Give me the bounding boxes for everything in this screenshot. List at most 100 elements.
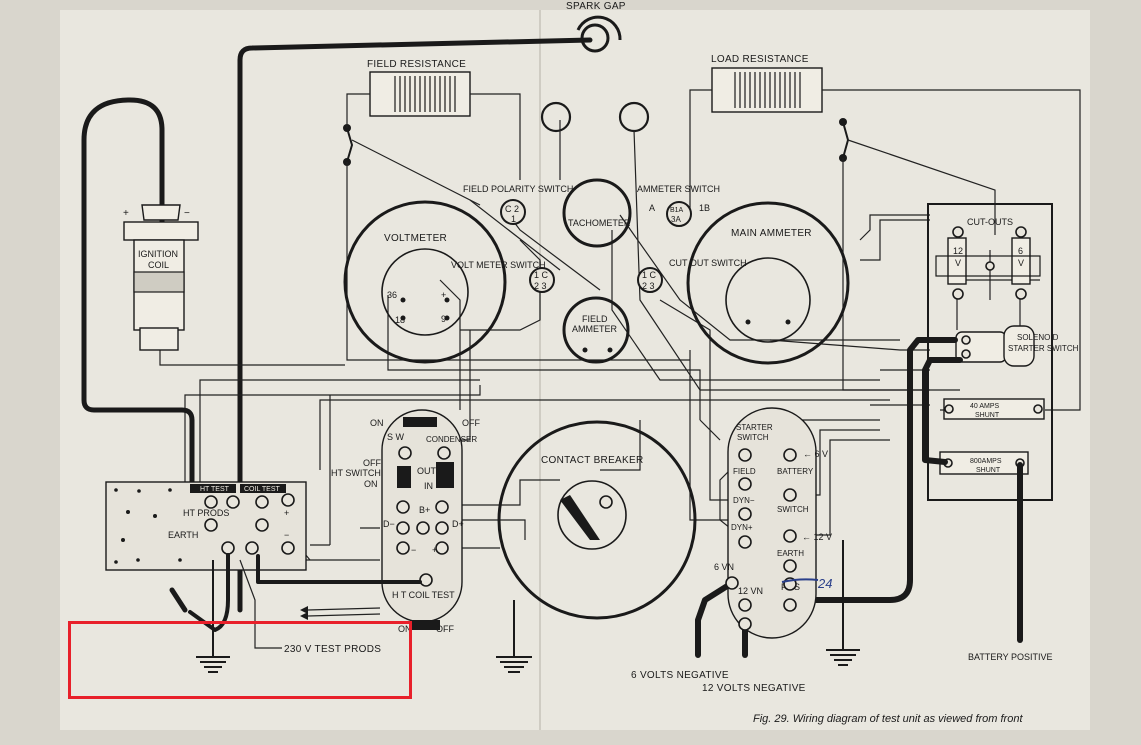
starter-switch-label-1: STARTER [736, 423, 773, 432]
panel-lamp-left [540, 101, 572, 133]
test-prod-probe [169, 587, 188, 613]
b-plus-label: B+ [419, 505, 430, 515]
cut-out-switch-1c: 1 C [642, 270, 657, 280]
main-ammeter-label: MAIN AMMETER [731, 228, 812, 239]
voltmeter-18: 18 [395, 315, 405, 325]
ignition-coil-label-1: IGNITION [138, 249, 178, 259]
ammeter-switch-label: AMMETER SWITCH [637, 184, 720, 194]
six-volts-negative-label: 6 VOLTS NEGATIVE [631, 670, 729, 681]
field-resistance-label: FIELD RESISTANCE [367, 59, 466, 70]
voltmeter-9: 9 [441, 314, 446, 324]
field-polarity-switch-label: FIELD POLARITY SWITCH [463, 184, 573, 194]
starter-switch-label-2: SWITCH [737, 433, 769, 442]
voltmeter-switch-23: 2 3 [534, 281, 547, 291]
battery-positive-label: BATTERY POSITIVE [968, 652, 1053, 662]
field-ammeter: FIELD AMMETER [562, 296, 630, 364]
coil-test-plus: + [284, 508, 289, 518]
main-ammeter: MAIN AMMETER [686, 201, 850, 365]
field-polarity-c2-sub: 1 [511, 214, 516, 224]
cut-outs-panel: CUT-OUTS 12 V 6 V [927, 203, 1053, 501]
six-volts-negative-cable [695, 580, 735, 658]
ignition-coil-label-2: COIL [148, 260, 169, 270]
prod-arrows [300, 606, 308, 620]
tachometer: TACHOMETER [562, 178, 632, 248]
ht-prods-label: HT PRODS [183, 508, 229, 518]
ht-switch-label: HT SWITCH [331, 468, 381, 478]
load-resistance: LOAD RESISTANCE [711, 54, 823, 113]
earth-test-lead [188, 553, 230, 632]
switch-label: SWITCH [777, 505, 809, 514]
shunt-40-amps: 40 AMPS SHUNT [943, 398, 1045, 420]
battery-label: BATTERY [777, 467, 814, 476]
ignition-coil: IGNITION COIL + − [123, 204, 199, 351]
off-top-label: OFF [462, 418, 480, 428]
field-polarity-switch: C 2 1 FIELD POLARITY SWITCH [463, 184, 573, 225]
ignition-minus: − [184, 208, 190, 219]
shunt-800-amps: 800AMPS SHUNT [939, 451, 1029, 475]
load-resistance-label: LOAD RESISTANCE [711, 54, 809, 65]
ignition-plus: + [123, 208, 129, 219]
ammeter-switch-b1a: B1A [670, 207, 684, 214]
ht-lead-ignition [81, 97, 195, 495]
cut-out-switch-23: 2 3 [642, 281, 655, 291]
test-prods-leader [239, 559, 282, 649]
off-bottom-label: OFF [436, 624, 454, 634]
cut-out-switch-label: CUT OUT SWITCH [669, 258, 747, 268]
twelve-vn-label: 12 VN [738, 586, 763, 596]
on-bottom-label: ON [398, 624, 412, 634]
heavy-cable-shunt [922, 357, 963, 465]
in-label: IN [424, 481, 433, 491]
ht-coil-test-lead [256, 554, 422, 584]
voltmeter-switch-label: VOLT METER SWITCH [451, 260, 546, 270]
field-label: FIELD [733, 467, 756, 476]
shunt-800-label-1: 800AMPS [970, 458, 1002, 465]
cut-out-12: 12 [953, 246, 963, 256]
d-minus-label: D− [383, 519, 395, 529]
tachometer-label: TACHOMETER [568, 218, 631, 228]
ammeter-switch: B1A 3A A 1B AMMETER SWITCH [637, 184, 720, 227]
cut-outs-label: CUT-OUTS [967, 217, 1013, 227]
spark-gap-lead [237, 37, 593, 613]
earth-symbol-left [196, 560, 230, 673]
field-resistance: FIELD RESISTANCE [367, 59, 471, 117]
test-prods-label: 230 V TEST PRODS [284, 644, 381, 655]
heavy-cable-positive [787, 337, 958, 603]
handwritten-note: 24 [817, 576, 832, 591]
condenser-label: CONDENSER [426, 435, 477, 444]
solenoid-starter-switch: SOLENOID STARTER SWITCH [955, 325, 1079, 367]
panel-plus: + [432, 545, 437, 555]
ht-switch-off: OFF [363, 458, 381, 468]
dyn-minus-label: DYN− [733, 496, 755, 505]
voltmeter-label: VOLTMETER [384, 233, 447, 244]
solenoid-label-2: STARTER SWITCH [1008, 344, 1079, 353]
shunt-40-label-2: SHUNT [975, 412, 1000, 419]
figure-caption: Fig. 29. Wiring diagram of test unit as … [753, 713, 1023, 725]
shunt-800-label-2: SHUNT [976, 467, 1001, 474]
cut-out-6-v: V [1018, 258, 1024, 268]
voltmeter-switch-1c: 1 C [534, 270, 549, 280]
prod-wires [307, 607, 381, 617]
ht-coil-test-label: H T COIL TEST [392, 590, 455, 600]
cut-out-6: 6 [1018, 246, 1023, 256]
voltmeter: VOLTMETER 36 18 9 + [343, 200, 507, 364]
field-ammeter-label-2: AMMETER [572, 324, 618, 334]
centre-switch-panel: ON OFF S W CONDENSER OFF HT SWITCH ON OU… [331, 409, 480, 634]
ht-test-label: HT TEST [200, 486, 230, 493]
solenoid-label-1: SOLENOID [1017, 333, 1059, 342]
sw-label: S W [387, 432, 405, 442]
field-polarity-c2: C 2 [505, 204, 519, 214]
ht-switch-on: ON [364, 479, 378, 489]
twelve-v-label: ← 12 V [802, 532, 832, 542]
test-panel-left: HT TEST COIL TEST HT PRODS EARTH + − [105, 481, 307, 571]
earth-left-label: EARTH [168, 530, 198, 540]
six-v-label: ← 6 V [803, 449, 828, 459]
d-plus-label: D+ [452, 519, 464, 529]
twelve-volts-negative-label: 12 VOLTS NEGATIVE [702, 683, 806, 694]
voltmeter-switch: 1 C 2 3 VOLT METER SWITCH [451, 260, 555, 293]
on-top-label: ON [370, 418, 384, 428]
contact-breaker: CONTACT BREAKER [497, 420, 697, 620]
spark-gap-label: SPARK GAP [566, 1, 626, 12]
six-vn-label: 6 VN [714, 562, 734, 572]
